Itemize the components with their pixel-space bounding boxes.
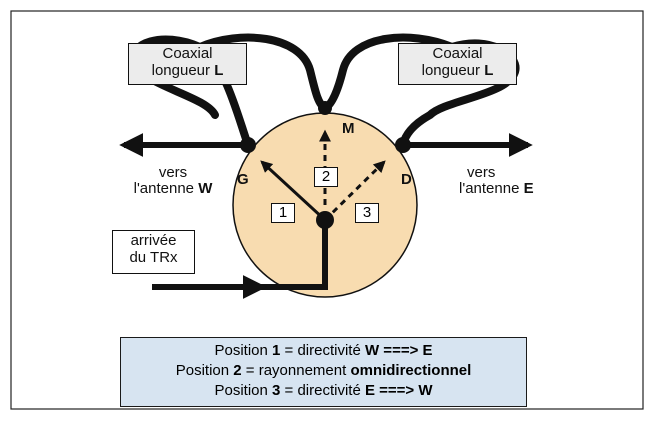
east-line1: vers bbox=[467, 164, 496, 181]
node-d-label: D bbox=[401, 171, 412, 188]
west-line1: vers bbox=[158, 164, 188, 181]
node-g-dot bbox=[240, 137, 256, 153]
legend-row-3: Position 3 = directivité E ===> W bbox=[214, 382, 433, 399]
position-1-arrow bbox=[260, 160, 327, 222]
coax-box-left: Coaxial longueur L bbox=[128, 43, 247, 85]
trx-input-box: arrivée du TRx bbox=[112, 230, 195, 274]
east-antenna-label: vers l'antenne E bbox=[459, 165, 554, 197]
legend-row-1: Position 1 = directivité W ===> E bbox=[214, 342, 433, 359]
coax-loop-left bbox=[128, 35, 252, 149]
trx-input-line bbox=[152, 222, 328, 290]
coax-loop-right bbox=[321, 33, 456, 112]
node-g-label: G bbox=[237, 171, 249, 188]
coax-loop-left-b bbox=[196, 33, 329, 112]
position-1-box: 1 bbox=[271, 203, 295, 223]
position-2-box: 2 bbox=[314, 167, 338, 187]
position-3-box: 3 bbox=[355, 203, 379, 223]
east-line2: l'antenne E bbox=[459, 179, 534, 197]
trx-line1: arrivée bbox=[130, 232, 177, 249]
node-d-dot bbox=[395, 137, 411, 153]
coax-right-line1: Coaxial bbox=[432, 45, 483, 62]
trx-line2: du TRx bbox=[129, 248, 178, 266]
outer-frame bbox=[10, 10, 644, 410]
coax-left-line1: Coaxial bbox=[162, 45, 213, 62]
west-line2: l'antenne W bbox=[133, 179, 213, 197]
legend-row-2: Position 2 = rayonnement omnidirectionne… bbox=[175, 362, 472, 379]
position-3-arrow bbox=[323, 160, 386, 222]
node-m-label: M bbox=[342, 120, 355, 137]
coax-box-right: Coaxial longueur L bbox=[398, 43, 517, 85]
coax-right-line2: longueur L bbox=[421, 61, 494, 79]
coax-left-line2: longueur L bbox=[151, 61, 224, 79]
center-contact-dot bbox=[316, 211, 334, 229]
legend-box: Position 1 = directivité W ===> E Positi… bbox=[120, 337, 527, 407]
west-antenna-label: vers l'antenne W bbox=[128, 165, 218, 197]
node-m-dot bbox=[318, 101, 332, 115]
